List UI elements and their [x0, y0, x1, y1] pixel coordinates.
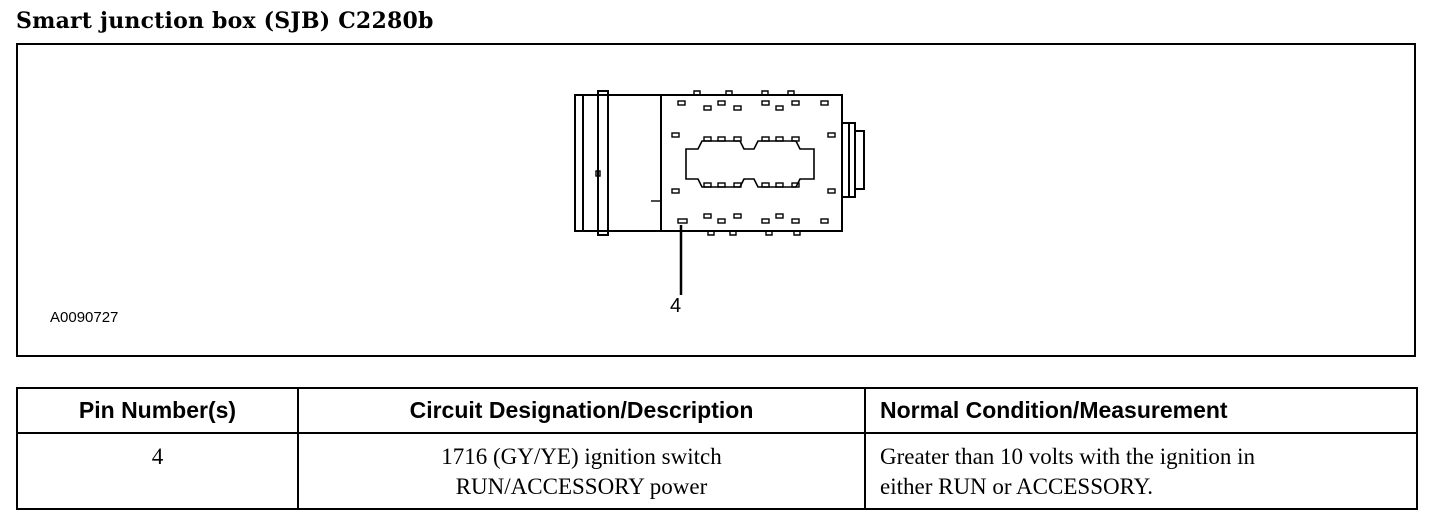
condition-line-1: Greater than 10 volts with the ignition …: [880, 444, 1255, 469]
pin-callout-label: 4: [670, 295, 682, 317]
circuit-line-2: RUN/ACCESSORY power: [455, 474, 708, 499]
pinout-table: Pin Number(s) Circuit Designation/Descri…: [16, 387, 1418, 510]
circuit-description-cell: 1716 (GY/YE) ignition switch RUN/ACCESSO…: [297, 432, 866, 510]
normal-condition-cell: Greater than 10 volts with the ignition …: [864, 432, 1418, 510]
connector-face-diagram-icon: [574, 90, 865, 295]
condition-line-2: either RUN or ACCESSORY.: [880, 474, 1154, 499]
table-row: 4 1716 (GY/YE) ignition switch RUN/ACCES…: [16, 432, 1418, 510]
table-header-row: Pin Number(s) Circuit Designation/Descri…: [16, 387, 1418, 434]
figure-id-label: A0090727: [50, 309, 119, 326]
page-title: Smart junction box (SJB) C2280b: [16, 8, 434, 34]
connector-figure: A0090727 4: [16, 43, 1416, 357]
header-circuit-designation: Circuit Designation/Description: [297, 387, 866, 434]
pin-number-cell: 4: [16, 432, 299, 510]
header-normal-condition: Normal Condition/Measurement: [864, 387, 1418, 434]
header-pin-numbers: Pin Number(s): [16, 387, 299, 434]
circuit-line-1: 1716 (GY/YE) ignition switch: [441, 444, 722, 469]
